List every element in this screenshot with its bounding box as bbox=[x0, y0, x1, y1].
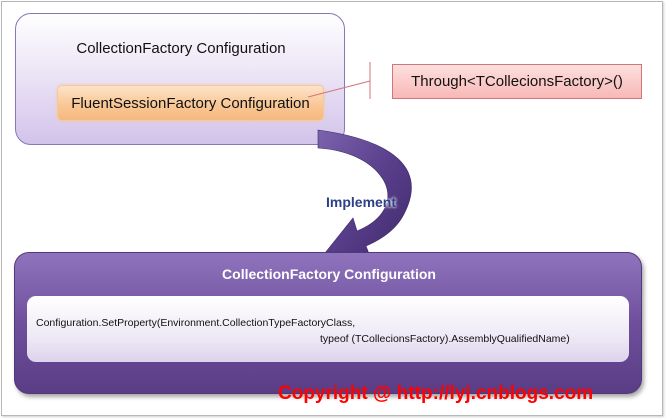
connector-line bbox=[307, 80, 371, 98]
fluentsessionfactory-configuration-pill: FluentSessionFactory Configuration bbox=[57, 85, 324, 121]
code-line-1: Configuration.SetProperty(Environment.Co… bbox=[36, 317, 356, 329]
code-line-2: typeof (TCollecionsFactory).AssemblyQual… bbox=[320, 333, 570, 345]
through-callout-box: Through<TCollecionsFactory>() bbox=[392, 64, 642, 99]
top-box-title: CollectionFactory Configuration bbox=[76, 40, 286, 57]
bottom-box-title: CollectionFactory Configuration bbox=[222, 266, 436, 282]
bottom-configuration-box: CollectionFactory Configuration Configur… bbox=[14, 252, 642, 394]
implement-label: Implement bbox=[326, 194, 397, 210]
code-panel: Configuration.SetProperty(Environment.Co… bbox=[27, 296, 629, 362]
collectionfactory-configuration-box: CollectionFactory Configuration FluentSe… bbox=[15, 13, 345, 145]
copyright-watermark: Copyright @ http://lyj.cnblogs.com bbox=[278, 383, 594, 404]
